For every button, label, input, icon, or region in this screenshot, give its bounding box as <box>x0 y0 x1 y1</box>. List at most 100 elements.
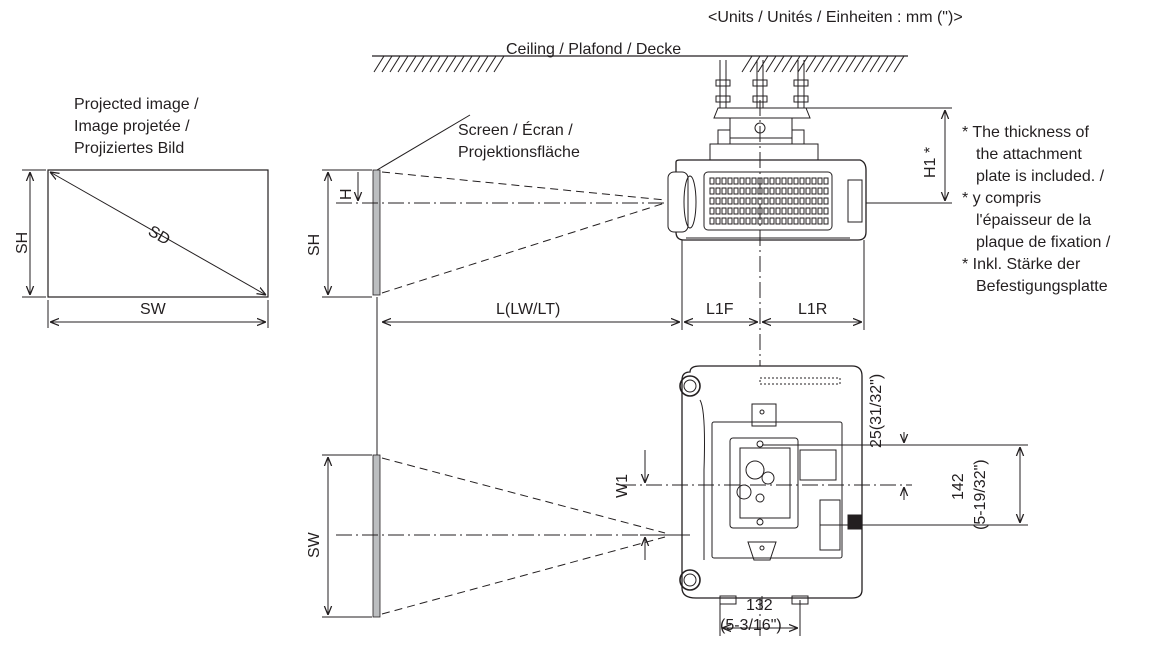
vent-slot <box>721 207 727 215</box>
vent-slot <box>745 197 751 205</box>
hatch-stroke <box>781 55 793 73</box>
vent-slot <box>733 177 739 185</box>
vent-slot <box>805 197 811 205</box>
hatch-stroke <box>469 55 481 73</box>
vent-slot <box>793 177 799 185</box>
vent-slot <box>817 187 823 195</box>
hatch-stroke <box>437 55 449 73</box>
hatch-stroke <box>413 55 425 73</box>
vent-slot <box>805 207 811 215</box>
hatch-stroke <box>837 55 849 73</box>
vent-slot <box>811 197 817 205</box>
ceiling-hatch <box>372 55 908 73</box>
projected-sh-label: SH <box>14 231 31 254</box>
projector-bottom <box>620 365 1028 636</box>
vent-slot <box>715 217 721 225</box>
hatch-stroke <box>797 55 809 73</box>
vent-slot <box>733 217 739 225</box>
vent-slot <box>823 197 829 205</box>
vent-slot <box>781 177 787 185</box>
vent-slot <box>799 197 805 205</box>
vent-slot <box>727 207 733 215</box>
projector-side <box>382 60 952 640</box>
projected-image-sketch <box>22 169 269 328</box>
vent-slot <box>745 207 751 215</box>
vent-slot <box>763 217 769 225</box>
vent-slot <box>811 187 817 195</box>
vent-slot <box>739 217 745 225</box>
hatch-stroke <box>893 55 905 73</box>
vent-slot <box>823 207 829 215</box>
vent-slot <box>775 187 781 195</box>
hatch-stroke <box>885 55 897 73</box>
projected-sw-label: SW <box>140 301 166 318</box>
vent-slot <box>745 217 751 225</box>
vent-slot <box>799 187 805 195</box>
vent-slot <box>787 177 793 185</box>
hatch-stroke <box>821 55 833 73</box>
vent-slot <box>709 197 715 205</box>
vent-slot <box>763 197 769 205</box>
vent-slot <box>715 197 721 205</box>
footnote: * The thickness of the attachment plate … <box>962 124 1111 295</box>
vent-slot <box>811 217 817 225</box>
hatch-stroke <box>853 55 865 73</box>
vent-slot <box>715 177 721 185</box>
vent-slot <box>823 177 829 185</box>
vent-slot <box>739 207 745 215</box>
vent-slot <box>727 217 733 225</box>
dim-142-in-label: (5-19/32") <box>972 459 989 530</box>
hatch-stroke <box>813 55 825 73</box>
vent-slot <box>781 197 787 205</box>
vent-slot <box>805 217 811 225</box>
hatch-stroke <box>373 55 385 73</box>
vent-slot <box>775 177 781 185</box>
hatch-stroke <box>773 55 785 73</box>
vent-slot <box>799 217 805 225</box>
side-sh-label: SH <box>306 233 323 256</box>
vent-slot <box>715 187 721 195</box>
vent-slot <box>775 197 781 205</box>
vent-slot <box>769 217 775 225</box>
vent-slot <box>787 217 793 225</box>
projected-image-caption: Projected image / Image projetée / Proji… <box>74 96 199 157</box>
hatch-stroke <box>741 55 753 73</box>
vent-slot <box>751 187 757 195</box>
hatch-stroke <box>421 55 433 73</box>
vent-slot <box>769 197 775 205</box>
vent-slot <box>715 207 721 215</box>
vent-slot <box>781 217 787 225</box>
vent-slot <box>775 217 781 225</box>
vent-slot <box>793 187 799 195</box>
vent-slot <box>727 177 733 185</box>
vent-slot <box>727 187 733 195</box>
vent-slot <box>739 187 745 195</box>
vent-slot <box>787 197 793 205</box>
vent-slot <box>763 177 769 185</box>
vent-slot <box>781 207 787 215</box>
vent-slot <box>751 217 757 225</box>
vent-slot <box>805 187 811 195</box>
vent-slot <box>805 177 811 185</box>
vent-slot <box>709 177 715 185</box>
hatch-stroke <box>397 55 409 73</box>
vent-slot <box>751 177 757 185</box>
vent-slot <box>787 207 793 215</box>
vent-slot <box>811 177 817 185</box>
vent-slot <box>745 187 751 195</box>
vent-slot <box>769 177 775 185</box>
hatch-stroke <box>789 55 801 73</box>
vent-slot <box>733 187 739 195</box>
dim-132-in-label: (5-3/16") <box>720 617 782 634</box>
vent-slot <box>787 187 793 195</box>
vent-slot <box>811 207 817 215</box>
vent-slot <box>751 197 757 205</box>
w1-label: W1 <box>614 474 631 498</box>
h1-label: H1 * <box>922 146 939 178</box>
hatch-stroke <box>477 55 489 73</box>
vent-slot <box>817 217 823 225</box>
vent-slot <box>781 187 787 195</box>
hatch-stroke <box>845 55 857 73</box>
hatch-stroke <box>493 55 505 73</box>
